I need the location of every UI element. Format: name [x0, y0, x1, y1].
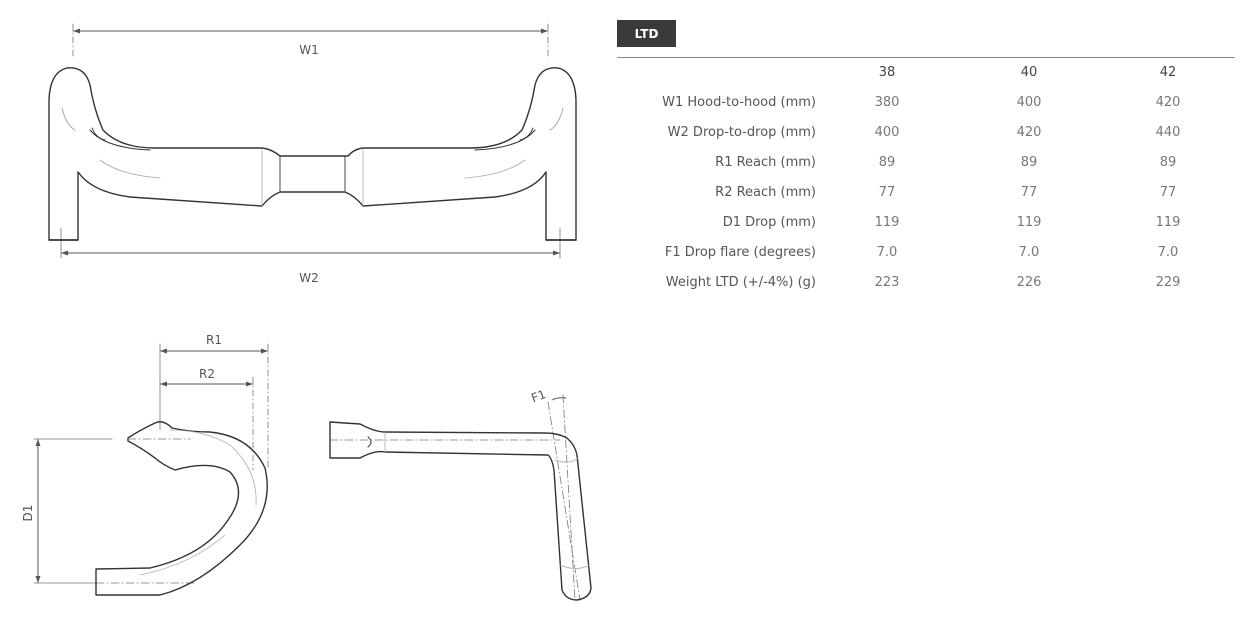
cell-value: 89: [1020, 154, 1038, 170]
table-row: R1 Reach (mm) 89 89 89: [617, 147, 1236, 177]
top-view-drawing: [329, 394, 592, 601]
w1-label: W1: [299, 43, 319, 57]
cell-value: 89: [878, 154, 896, 170]
row-label: W1 Hood-to-hood (mm): [662, 94, 816, 110]
table-row: D1 Drop (mm) 119 119 119: [617, 207, 1236, 237]
cell-value: 77: [1020, 184, 1038, 200]
table-row: W1 Hood-to-hood (mm) 380 400 420: [617, 87, 1236, 117]
handlebar-drawings: W1 W2 R1 R2 D1 F1: [21, 23, 592, 601]
row-label: R2 Reach (mm): [715, 184, 816, 200]
table-divider: [617, 57, 1235, 58]
header-spacer: [617, 57, 816, 87]
cell-value: 119: [1155, 214, 1181, 230]
row-label: R1 Reach (mm): [715, 154, 816, 170]
cell-value: 77: [1159, 184, 1177, 200]
table-row: W2 Drop-to-drop (mm) 400 420 440: [617, 117, 1236, 147]
cell-value: 7.0: [876, 244, 898, 260]
size-header-row: 38 40 42: [617, 57, 1236, 87]
size-header: 38: [878, 64, 896, 80]
table-row: Weight LTD (+/-4%) (g) 223 226 229: [617, 267, 1236, 297]
row-label: W2 Drop-to-drop (mm): [667, 124, 816, 140]
cell-value: 223: [874, 274, 900, 290]
row-label: D1 Drop (mm): [722, 214, 816, 230]
geometry-spec-table: 38 40 42 W1 Hood-to-hood (mm) 380 400 42…: [617, 57, 1236, 297]
r1-label: R1: [206, 333, 222, 347]
cell-value: 77: [878, 184, 896, 200]
f1-label: F1: [529, 387, 547, 405]
table-row: F1 Drop flare (degrees) 7.0 7.0 7.0: [617, 237, 1236, 267]
front-view-drawing: [48, 23, 577, 259]
row-label: F1 Drop flare (degrees): [664, 244, 816, 260]
r2-label: R2: [199, 367, 215, 381]
table-row: R2 Reach (mm) 77 77 77: [617, 177, 1236, 207]
cell-value: 229: [1155, 274, 1181, 290]
cell-value: 400: [1016, 94, 1042, 110]
ltd-badge: LTD: [617, 20, 676, 47]
cell-value: 119: [1016, 214, 1042, 230]
cell-value: 380: [874, 94, 900, 110]
cell-value: 7.0: [1157, 244, 1179, 260]
size-header: 42: [1159, 64, 1177, 80]
side-view-drawing: [33, 343, 269, 596]
cell-value: 400: [874, 124, 900, 140]
size-header: 40: [1020, 64, 1038, 80]
d1-label: D1: [21, 505, 35, 522]
row-label: Weight LTD (+/-4%) (g): [665, 274, 816, 290]
cell-value: 226: [1016, 274, 1042, 290]
cell-value: 420: [1016, 124, 1042, 140]
cell-value: 420: [1155, 94, 1181, 110]
cell-value: 440: [1155, 124, 1181, 140]
cell-value: 119: [874, 214, 900, 230]
cell-value: 7.0: [1018, 244, 1040, 260]
cell-value: 89: [1159, 154, 1177, 170]
w2-label: W2: [299, 271, 319, 285]
